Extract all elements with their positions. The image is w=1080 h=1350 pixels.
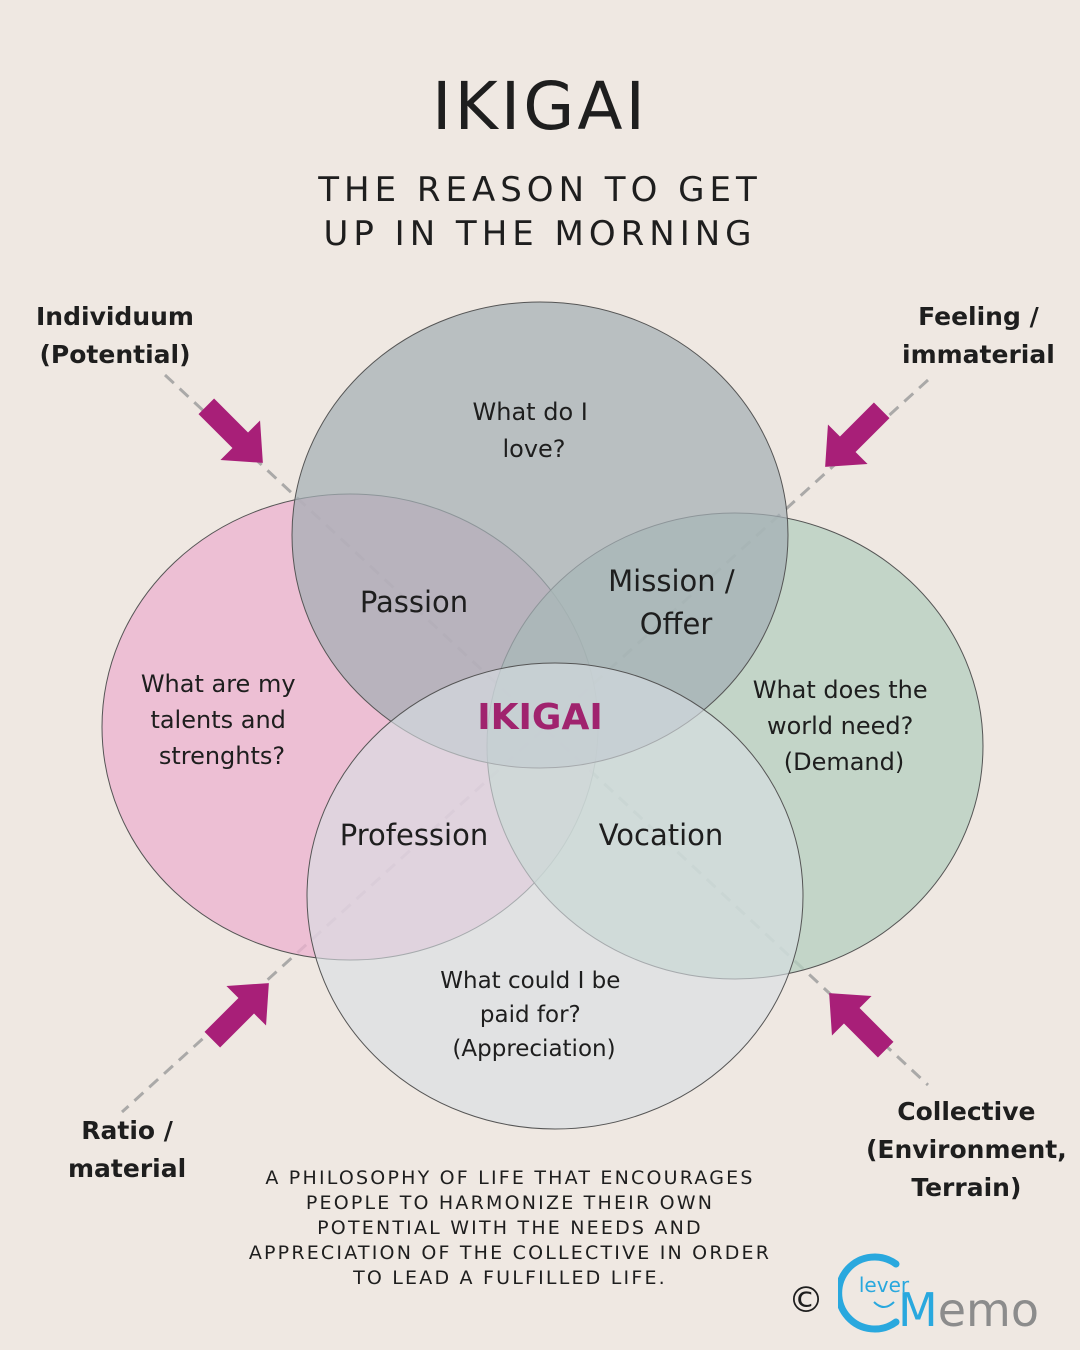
corner-label-line: Collective: [897, 1097, 1036, 1126]
text-line: What are my: [141, 670, 296, 698]
arrow-icon: [825, 402, 890, 467]
corner-label-ratio: Ratio / material: [68, 1112, 186, 1188]
overlap-label-mission: Mission / Offer: [608, 564, 744, 641]
circle-text-paid: What could I be paid for? (Appreciation): [440, 968, 628, 1062]
arrow-icon: [204, 983, 269, 1048]
text-line: talents and: [150, 706, 285, 734]
page-title: IKIGAI: [432, 68, 648, 145]
corner-label-line: Terrain): [911, 1173, 1022, 1202]
arrow-icon: [198, 398, 263, 463]
corner-label-line: immaterial: [902, 340, 1055, 369]
clevermemo-logo: lever Memo: [838, 1253, 1039, 1337]
text-line: (Appreciation): [452, 1036, 615, 1062]
center-label-ikigai: IKIGAI: [477, 697, 603, 738]
logo-memo-first-letter: M: [898, 1283, 938, 1337]
logo-smile: [873, 1301, 895, 1308]
logo-memo-text: Memo: [898, 1283, 1039, 1337]
footer-line: TO LEAD A FULFILLED LIFE.: [353, 1267, 667, 1289]
arrow-icon: [829, 993, 894, 1058]
footer-description: A PHILOSOPHY OF LIFE THAT ENCOURAGES PEO…: [230, 1166, 790, 1291]
corner-label-line: (Environment,: [866, 1135, 1067, 1164]
logo-memo-rest: emo: [938, 1283, 1039, 1337]
corner-label-line: Individuum: [36, 302, 194, 331]
text-line: (Demand): [784, 748, 905, 776]
circle-text-love: What do I love?: [473, 398, 596, 463]
footer-line: APPRECIATION OF THE COLLECTIVE IN ORDER: [248, 1242, 772, 1264]
text-line: What do I: [473, 398, 588, 426]
circle-text-world: What does the world need? (Demand): [753, 676, 936, 776]
copyright-symbol: ©: [788, 1280, 824, 1321]
corner-label-line: Feeling /: [918, 302, 1039, 331]
subtitle-line-2: UP IN THE MORNING: [323, 214, 757, 254]
circle-paid: [306, 662, 804, 1130]
text-line: world need?: [767, 712, 913, 740]
circle-text-talents: What are my talents and strenghts?: [141, 670, 303, 770]
text-line: love?: [502, 435, 565, 463]
logo-lever-text: lever: [859, 1273, 910, 1297]
footer-line: PEOPLE TO HARMONIZE THEIR OWN: [305, 1192, 715, 1214]
text-line: paid for?: [480, 1002, 581, 1028]
subtitle-line-1: THE REASON TO GET: [318, 170, 762, 210]
corner-label-feeling: Feeling / immaterial: [902, 298, 1055, 374]
text-line: What could I be: [440, 968, 620, 994]
text-line: Mission /: [608, 564, 735, 598]
overlap-label-passion: Passion: [360, 585, 468, 619]
text-line: What does the: [753, 676, 928, 704]
overlap-label-vocation: Vocation: [599, 818, 724, 852]
footer-line: POTENTIAL WITH THE NEEDS AND: [317, 1217, 703, 1239]
corner-label-individuum: Individuum (Potential): [36, 298, 194, 374]
corner-label-line: material: [68, 1154, 187, 1183]
logo-c-arc: [838, 1253, 900, 1333]
corner-label-collective: Collective (Environment, Terrain): [866, 1093, 1067, 1207]
text-line: Offer: [640, 607, 713, 641]
corner-label-line: (Potential): [39, 340, 191, 369]
corner-label-line: Ratio /: [81, 1116, 173, 1145]
subtitle: THE REASON TO GET UP IN THE MORNING: [0, 168, 1080, 256]
text-line: strenghts?: [159, 742, 285, 770]
overlap-label-profession: Profession: [340, 818, 488, 852]
footer-line: A PHILOSOPHY OF LIFE THAT ENCOURAGES: [265, 1167, 755, 1189]
